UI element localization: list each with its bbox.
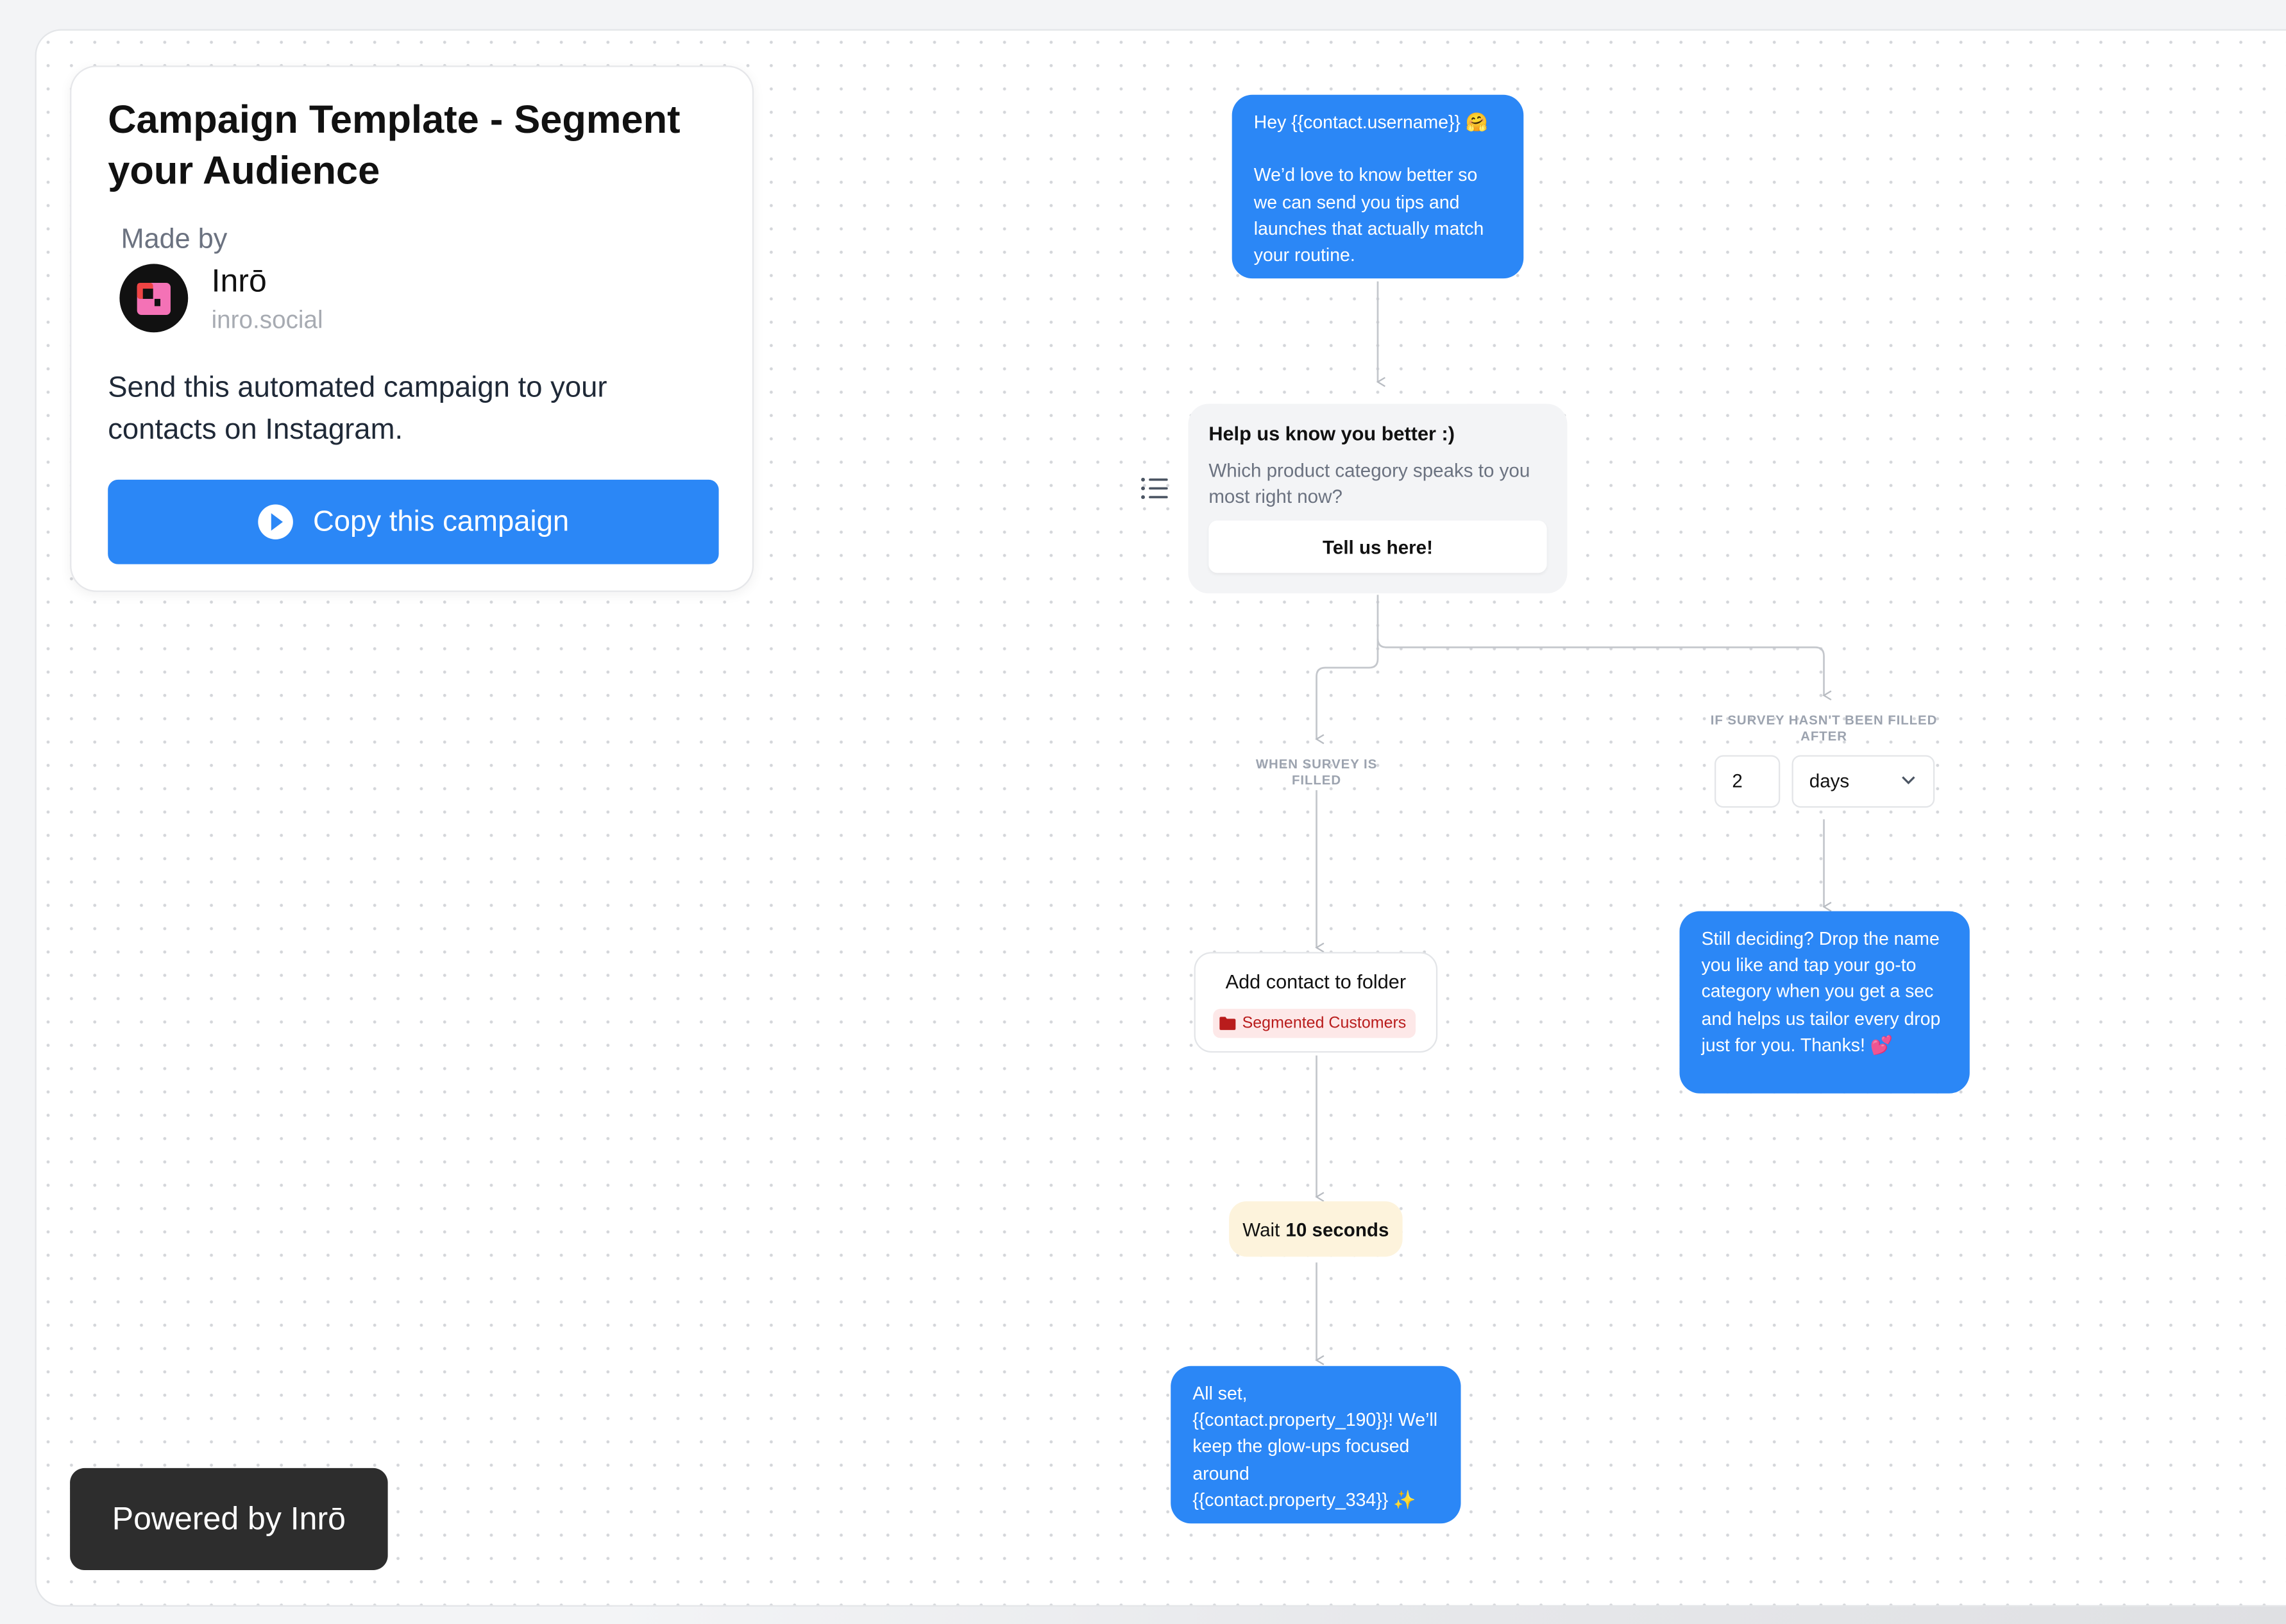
template-title: Campaign Template - Segment your Audienc… (108, 97, 681, 193)
play-icon (257, 504, 293, 540)
survey-question: Which product category speaks to you mos… (1208, 459, 1530, 508)
delay-unit-select[interactable]: days (1791, 755, 1935, 808)
survey-title: Help us know you better :) (1208, 423, 1455, 445)
folder-name: Segmented Customers (1242, 1015, 1407, 1033)
wait-duration: 10 seconds (1285, 1218, 1389, 1240)
delay-unit-value: days (1809, 770, 1850, 792)
wait-prefix: Wait (1242, 1218, 1280, 1240)
survey-open-button[interactable]: Tell us here! (1208, 520, 1547, 573)
folder-icon (1219, 1017, 1236, 1030)
inro-logo-icon[interactable] (119, 264, 189, 333)
final-message-node[interactable]: All set, {{contact.property_190}}! We’ll… (1171, 1366, 1461, 1524)
opening-message-node[interactable]: Hey {{contact.username}} 🤗 We’d love to … (1232, 94, 1524, 279)
template-info-card: Campaign Template - Segment your Audienc… (70, 65, 754, 592)
copy-campaign-button[interactable]: Copy this campaign (108, 479, 719, 564)
made-by-label: Made by (121, 224, 228, 255)
author-name[interactable]: Inrō (211, 262, 267, 299)
bottom-edge-shadow (612, 1606, 2286, 1624)
copy-campaign-label: Copy this campaign (312, 505, 570, 537)
branch-label-filled: WHEN SURVEY IS FILLED (1255, 756, 1378, 788)
branch-label-unfilled: IF SURVEY HASN'T BEEN FILLED AFTER (1710, 713, 1938, 744)
chevron-down-icon (1902, 776, 1915, 784)
folder-tag: Segmented Customers (1213, 1008, 1415, 1038)
wait-node[interactable]: Wait 10 seconds (1229, 1201, 1403, 1257)
add-to-folder-node[interactable]: Add contact to folder Segmented Customer… (1194, 952, 1438, 1053)
template-description: Send this automated campaign to your con… (108, 371, 607, 446)
reminder-message-node[interactable]: Still deciding? Drop the name you like a… (1679, 911, 1970, 1094)
author-handle[interactable]: inro.social (211, 306, 323, 334)
survey-node[interactable]: Help us know you better :) Which product… (1188, 403, 1568, 594)
powered-by-badge[interactable]: Powered by Inrō (70, 1468, 388, 1571)
folder-action-title: Add contact to folder (1225, 970, 1407, 993)
list-icon[interactable] (1140, 475, 1169, 502)
delay-value-input[interactable]: 2 (1714, 755, 1781, 808)
